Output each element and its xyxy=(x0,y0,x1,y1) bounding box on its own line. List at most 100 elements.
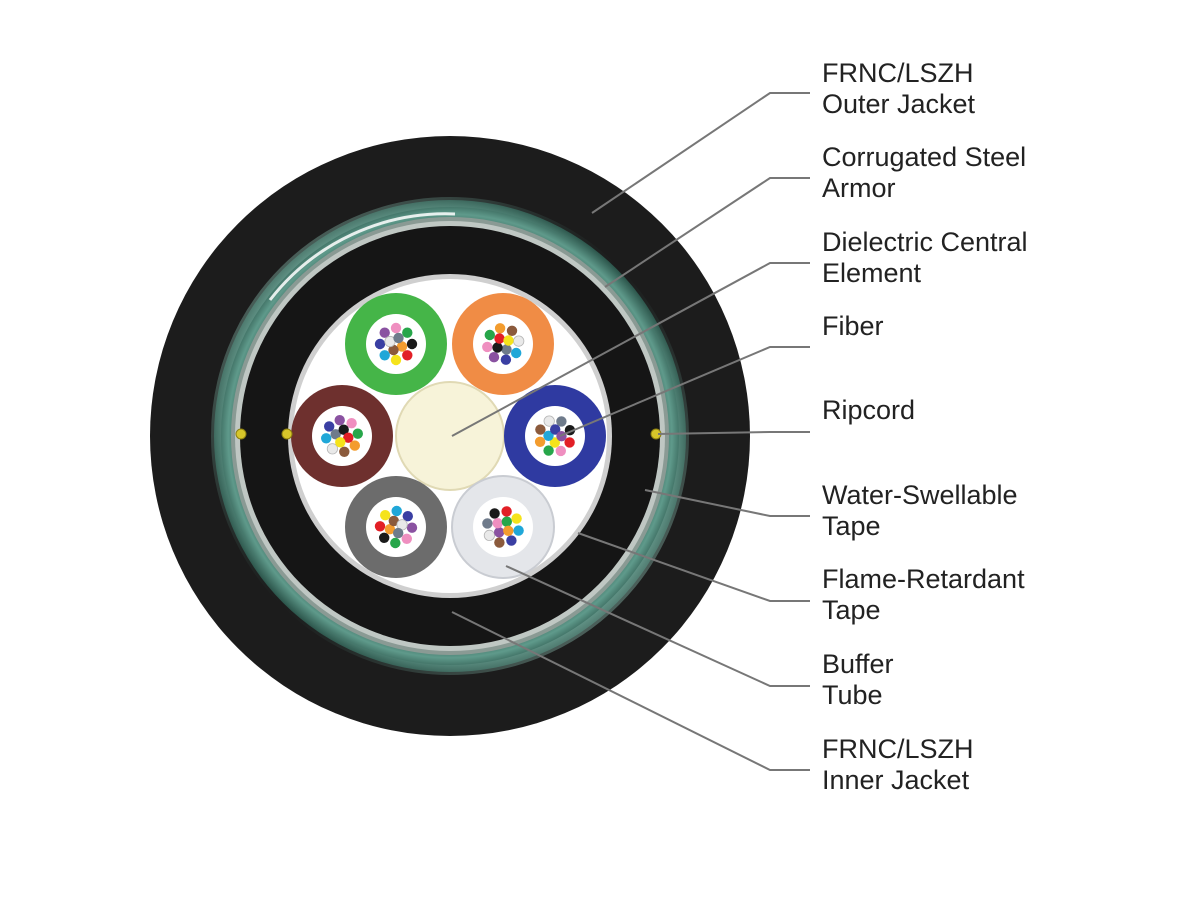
fiber xyxy=(406,522,418,533)
fiber xyxy=(549,437,560,448)
fiber xyxy=(330,429,341,440)
fiber xyxy=(326,443,338,455)
fiber xyxy=(564,437,575,448)
fiber xyxy=(393,527,404,539)
fiber xyxy=(406,338,418,350)
fiber xyxy=(396,341,408,352)
fiber xyxy=(543,430,554,441)
leader-water-tape xyxy=(644,489,810,517)
leader-fiber xyxy=(559,346,810,437)
label-fiber: Fiber xyxy=(822,311,884,341)
buffer-tube xyxy=(291,385,393,487)
buffer-tube-bore xyxy=(312,406,372,466)
buffer-tube-bore xyxy=(473,497,533,557)
fiber xyxy=(335,437,346,448)
label-outer-jacket: FRNC/LSZH Outer Jacket xyxy=(822,58,976,119)
fiber xyxy=(391,505,402,517)
leader-outer-jacket xyxy=(591,92,810,214)
buffer-tube xyxy=(504,385,606,487)
fiber xyxy=(511,347,522,359)
fiber xyxy=(535,424,546,435)
fiber xyxy=(482,518,493,529)
fiber xyxy=(338,424,349,435)
fiber xyxy=(494,323,506,334)
fiber xyxy=(388,344,399,356)
fiber xyxy=(393,332,404,344)
fiber xyxy=(482,341,493,353)
buffer-tube-bore xyxy=(525,406,585,466)
buffer-tube-bore xyxy=(366,497,426,557)
fiber xyxy=(506,325,518,336)
fiber xyxy=(501,516,512,527)
dielectric-central-element xyxy=(395,381,505,491)
buffer-tubes xyxy=(291,293,606,579)
fiber xyxy=(503,525,514,536)
fiber xyxy=(543,445,554,456)
fiber xyxy=(352,428,363,439)
fiber xyxy=(494,537,505,548)
fiber xyxy=(379,532,390,543)
fiber xyxy=(349,440,360,451)
ripcord xyxy=(281,428,293,440)
label-central-element: Dielectric Central Element xyxy=(822,227,1028,288)
fiber xyxy=(390,322,402,334)
buffer-tube xyxy=(345,476,447,578)
fiber xyxy=(500,354,512,365)
fiber xyxy=(401,533,412,544)
fiber xyxy=(388,515,399,527)
ripcords xyxy=(235,428,662,440)
fiber xyxy=(492,518,503,529)
fiber xyxy=(511,513,522,524)
ripcord xyxy=(235,428,247,440)
fiber xyxy=(374,521,386,532)
fiber xyxy=(488,352,500,363)
fiber xyxy=(503,335,514,346)
fiber xyxy=(390,537,401,549)
buffer-tube-bore xyxy=(366,314,426,374)
buffer-tube xyxy=(452,293,554,395)
fiber xyxy=(402,511,413,522)
fiber xyxy=(324,421,335,432)
fiber xyxy=(346,418,357,429)
leader-inner-jacket xyxy=(451,611,810,771)
fiber xyxy=(402,350,413,361)
buffer-tube xyxy=(451,475,555,579)
leader-lines xyxy=(451,92,810,771)
fiber xyxy=(556,416,567,427)
label-water-tape: Water-Swellable Tape xyxy=(822,480,1018,541)
label-ripcord: Ripcord xyxy=(822,395,916,425)
fiber xyxy=(384,524,396,535)
fiber xyxy=(380,510,391,521)
leader-flame-tape xyxy=(577,532,810,602)
label-steel-armor: Corrugated Steel Armor xyxy=(822,142,1027,203)
fiber xyxy=(513,525,524,536)
leader-buffer-tube xyxy=(505,565,810,687)
fiber xyxy=(513,335,525,347)
leader-central-element xyxy=(451,262,810,437)
armor-overlap-highlight xyxy=(268,212,456,301)
fiber xyxy=(506,535,517,546)
fiber xyxy=(550,424,561,435)
fiber xyxy=(390,354,402,366)
fiber xyxy=(494,333,505,344)
fiber xyxy=(334,415,345,426)
fiber xyxy=(501,344,512,355)
fiber xyxy=(494,527,505,538)
fiber xyxy=(501,506,512,517)
armor-highlight xyxy=(211,197,689,675)
fiber xyxy=(343,432,354,443)
label-inner-jacket: FRNC/LSZH Inner Jacket xyxy=(822,734,974,795)
fiber xyxy=(321,433,332,444)
fiber xyxy=(534,436,546,447)
fiber xyxy=(489,508,500,519)
fiber xyxy=(483,529,495,542)
fiber xyxy=(484,329,495,341)
fiber xyxy=(379,350,390,361)
fiber xyxy=(402,327,413,338)
fiber xyxy=(492,342,503,353)
label-flame-tape: Flame-Retardant Tape xyxy=(822,564,1025,625)
fiber xyxy=(379,327,390,338)
buffer-tube-bore xyxy=(473,314,533,374)
label-buffer-tube: Buffer Tube xyxy=(822,649,894,710)
